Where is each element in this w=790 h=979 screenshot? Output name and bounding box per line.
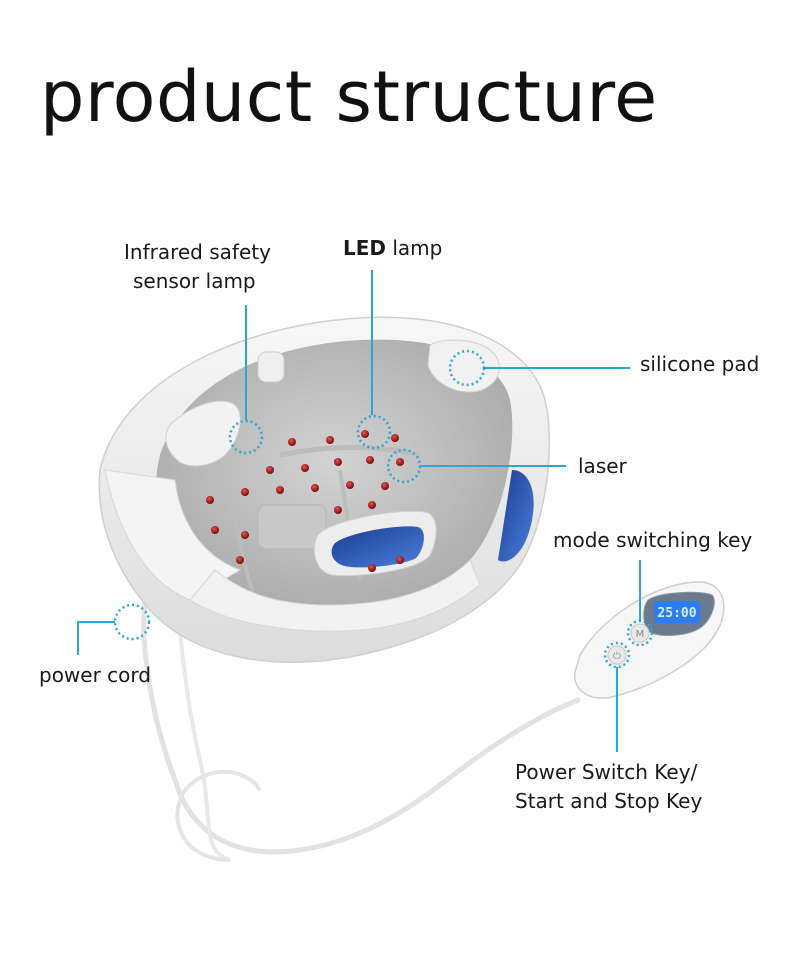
power-cord-wire bbox=[141, 555, 581, 855]
mode-key-glyph: M bbox=[636, 629, 645, 640]
label-power-switch-key: Power Switch Key/ bbox=[515, 760, 698, 784]
label-mode-switching-key: mode switching key bbox=[553, 528, 753, 552]
label-infrared-sensor-line2: sensor lamp bbox=[133, 269, 256, 293]
helmet-shell bbox=[98, 316, 551, 663]
label-led-bold: LED bbox=[343, 236, 387, 260]
page-title: product structure bbox=[40, 56, 658, 138]
label-infrared-sensor: Infrared safety bbox=[124, 240, 271, 264]
power-icon: ⏻ bbox=[613, 651, 621, 662]
label-laser: laser bbox=[578, 454, 627, 478]
led-lamps bbox=[206, 430, 404, 572]
label-power-cord: power cord bbox=[39, 663, 151, 687]
callouts bbox=[77, 270, 654, 752]
label-silicone-pad: silicone pad bbox=[640, 352, 760, 376]
label-led-rest: lamp bbox=[386, 236, 443, 260]
power-key[interactable] bbox=[607, 645, 627, 665]
mode-key[interactable] bbox=[630, 623, 650, 643]
remote-display: 25:00 bbox=[657, 606, 696, 621]
label-led-lamp: LED lamp bbox=[343, 234, 442, 262]
remote-control: 25:00 M ⏻ bbox=[574, 581, 725, 699]
label-start-stop-key: Start and Stop Key bbox=[515, 789, 703, 813]
